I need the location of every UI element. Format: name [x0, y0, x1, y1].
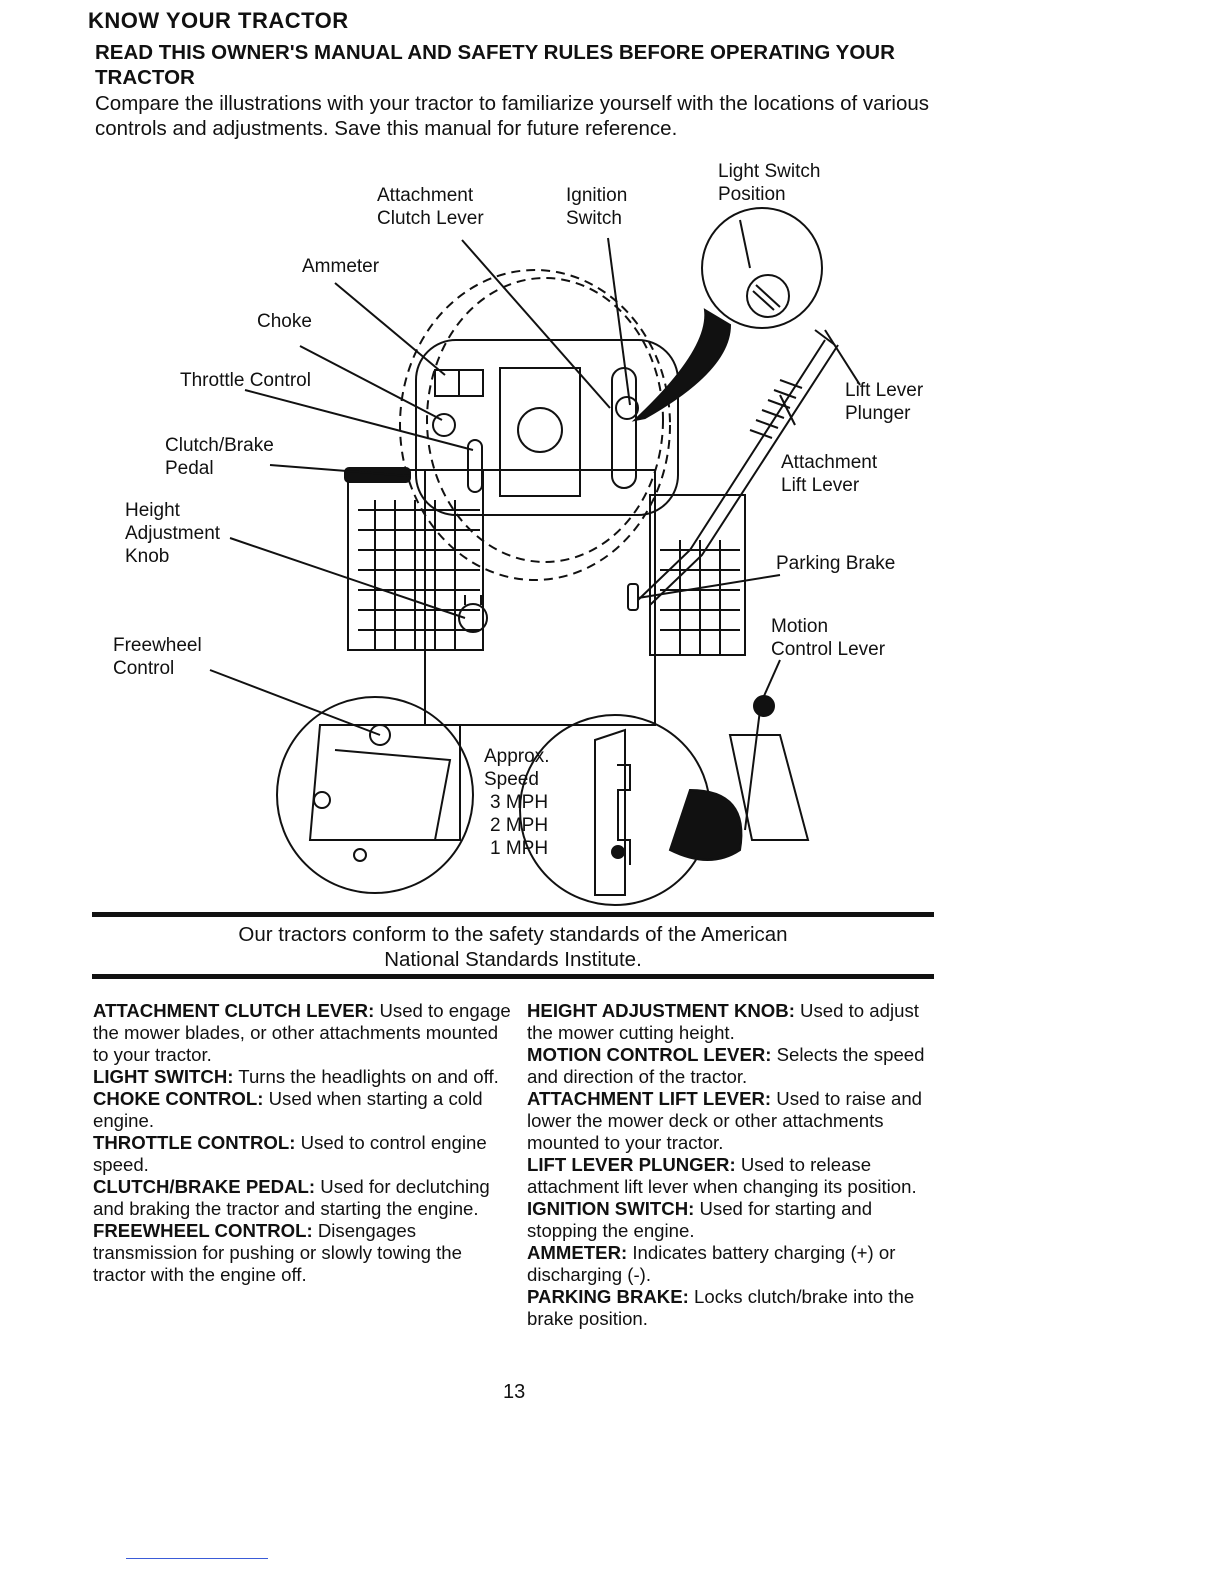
desc-parking-brake: PARKING BRAKE: Locks clutch/brake into t…: [527, 1286, 947, 1330]
safety-warning-heading: READ THIS OWNER'S MANUAL AND SAFETY RULE…: [95, 41, 895, 89]
term-label: LIGHT SWITCH:: [93, 1066, 234, 1087]
freewheel-inset: [276, 696, 474, 894]
desc-clutch-brake-pedal: CLUTCH/BRAKE PEDAL: Used for declutching…: [93, 1176, 513, 1220]
standards-line-1: Our tractors conform to the safety stand…: [238, 923, 788, 946]
term-label: ATTACHMENT LIFT LEVER:: [527, 1088, 772, 1109]
label-throttle-control: Throttle Control: [180, 370, 311, 391]
desc-choke-control: CHOKE CONTROL: Used when starting a cold…: [93, 1088, 513, 1132]
standards-statement: Our tractors conform to the safety stand…: [92, 922, 934, 972]
label-speed-1-mph: 1 MPH: [490, 838, 549, 859]
dashboard-panel: [415, 339, 679, 516]
hood-outline-dashed: [426, 277, 664, 563]
term-label: FREEWHEEL CONTROL:: [93, 1220, 313, 1241]
term-text: Used to engage the mower blades, or othe…: [93, 1000, 511, 1065]
term-text: Disengages transmission for pushing or s…: [93, 1220, 462, 1285]
term-label: CLUTCH/BRAKE PEDAL:: [93, 1176, 316, 1197]
term-label: AMMETER:: [527, 1242, 628, 1263]
label-freewheel-control: Freewheel Control: [113, 635, 202, 679]
label-speed-2-mph: 2 MPH: [490, 815, 549, 836]
desc-ignition-switch: IGNITION SWITCH: Used for starting and s…: [527, 1198, 947, 1242]
term-text: Turns the headlights on and off.: [233, 1066, 499, 1087]
term-text: Used to release attachment lift lever wh…: [527, 1154, 917, 1197]
tractor-controls-diagram: Light Switch Position Attachment Clutch …: [90, 150, 950, 910]
page-number: 13: [503, 1381, 526, 1403]
desc-height-adjustment-knob: HEIGHT ADJUSTMENT KNOB: Used to adjust t…: [527, 1000, 947, 1044]
standards-line-2: National Standards Institute.: [384, 948, 642, 971]
desc-attachment-clutch-lever: ATTACHMENT CLUTCH LEVER: Used to engage …: [93, 1000, 513, 1066]
term-label: CHOKE CONTROL:: [93, 1088, 264, 1109]
descriptions-right-column: HEIGHT ADJUSTMENT KNOB: Used to adjust t…: [527, 1000, 947, 1330]
term-text: Indicates battery charging (+) or discha…: [527, 1242, 896, 1285]
desc-motion-control-lever: MOTION CONTROL LEVER: Selects the speed …: [527, 1044, 947, 1088]
label-light-switch-position: Light Switch Position: [718, 161, 821, 205]
label-choke: Choke: [257, 311, 312, 332]
label-attachment-lift-lever: Attachment Lift Lever: [781, 452, 878, 496]
footer-underline: [126, 1558, 268, 1559]
term-text: Used when starting a cold engine.: [93, 1088, 483, 1131]
light-switch-inset: [701, 207, 823, 329]
right-fender: [649, 494, 746, 656]
tractor-illustration: [209, 207, 861, 906]
label-height-adjustment-knob: Height Adjustment Knob: [125, 500, 221, 567]
desc-throttle-control: THROTTLE CONTROL: Used to control engine…: [93, 1132, 513, 1176]
term-label: THROTTLE CONTROL:: [93, 1132, 296, 1153]
divider-top: [92, 912, 934, 917]
desc-ammeter: AMMETER: Indicates battery charging (+) …: [527, 1242, 947, 1286]
term-text: Locks clutch/brake into the brake positi…: [527, 1286, 915, 1329]
label-speed-3-mph: 3 MPH: [490, 792, 549, 813]
term-label: PARKING BRAKE:: [527, 1286, 689, 1307]
term-text: Used to adjust the mower cutting height.: [527, 1000, 919, 1043]
label-clutch-brake-pedal: Clutch/Brake Pedal: [165, 435, 274, 479]
descriptions-left-column: ATTACHMENT CLUTCH LEVER: Used to engage …: [93, 1000, 513, 1286]
term-text: Selects the speed and direction of the t…: [527, 1044, 925, 1087]
term-label: HEIGHT ADJUSTMENT KNOB:: [527, 1000, 795, 1021]
label-lift-lever-plunger: Lift Lever Plunger: [845, 380, 924, 424]
intro-paragraph: Compare the illustrations with your trac…: [95, 92, 930, 140]
term-label: ATTACHMENT CLUTCH LEVER:: [93, 1000, 375, 1021]
desc-lift-lever-plunger: LIFT LEVER PLUNGER: Used to release atta…: [527, 1154, 947, 1198]
term-text: Used to control engine speed.: [93, 1132, 487, 1175]
desc-freewheel-control: FREEWHEEL CONTROL: Disengages transmissi…: [93, 1220, 513, 1286]
section-title: KNOW YOUR TRACTOR: [88, 8, 349, 33]
label-motion-control-lever: Motion Control Lever: [771, 616, 886, 660]
term-label: LIFT LEVER PLUNGER:: [527, 1154, 736, 1175]
term-label: IGNITION SWITCH:: [527, 1198, 695, 1219]
term-text: Used for starting and stopping the engin…: [527, 1198, 873, 1241]
term-text: Used for declutching and braking the tra…: [93, 1176, 490, 1219]
label-ignition-switch: Ignition Switch: [566, 185, 628, 229]
label-attachment-clutch-lever: Attachment Clutch Lever: [377, 185, 484, 229]
divider-bottom: [92, 974, 934, 979]
label-approx-speed: Approx. Speed: [484, 746, 550, 790]
label-ammeter: Ammeter: [302, 256, 380, 277]
desc-attachment-lift-lever: ATTACHMENT LIFT LEVER: Used to raise and…: [527, 1088, 947, 1154]
term-label: MOTION CONTROL LEVER:: [527, 1044, 772, 1065]
term-text: Used to raise and lower the mower deck o…: [527, 1088, 923, 1153]
speed-selector-inset: [519, 714, 711, 906]
label-parking-brake: Parking Brake: [776, 553, 896, 574]
desc-light-switch: LIGHT SWITCH: Turns the headlights on an…: [93, 1066, 513, 1088]
